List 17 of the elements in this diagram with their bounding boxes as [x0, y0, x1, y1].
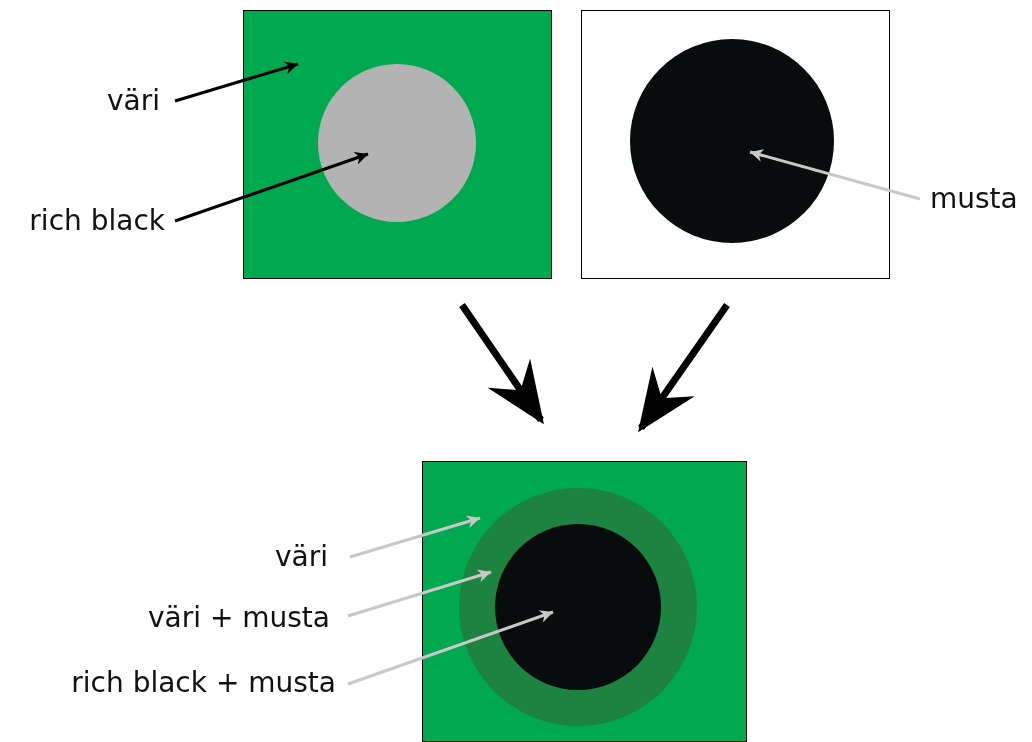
flow-arrow	[638, 303, 730, 433]
leader-line	[174, 61, 299, 103]
square-panel	[422, 461, 747, 742]
callout-label: rich black + musta	[71, 669, 336, 697]
callout-label: väri	[274, 543, 328, 571]
flow-arrow	[459, 303, 544, 425]
square-panel	[581, 10, 890, 279]
leader-line	[347, 569, 492, 618]
leader-line	[349, 515, 481, 559]
callout-label: musta	[930, 185, 1018, 213]
square-panel	[243, 10, 552, 279]
leader-line	[749, 149, 921, 201]
callout-label: väri + musta	[147, 604, 330, 632]
callout-label: väri	[106, 87, 160, 115]
leader-line	[347, 610, 554, 686]
leader-line	[174, 152, 369, 223]
callout-label: rich black	[29, 207, 165, 235]
